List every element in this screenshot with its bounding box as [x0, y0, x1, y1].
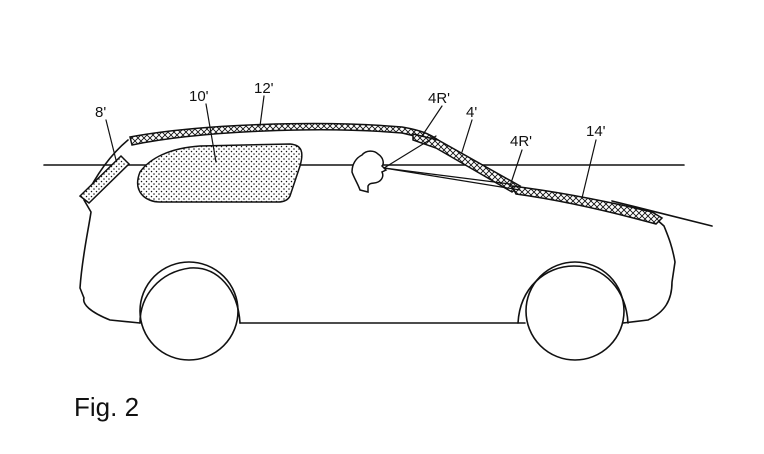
label-4: 4' [466, 104, 477, 121]
side-window-10 [137, 143, 303, 203]
leader-4R-top [421, 105, 443, 137]
rear-wheel [139, 261, 239, 361]
hood-extension-line [611, 200, 713, 227]
leader-12 [259, 95, 265, 127]
label-4R-top: 4R' [428, 90, 450, 107]
label-12: 12' [254, 80, 274, 97]
roof-panel-12 [129, 122, 440, 148]
leader-8 [105, 119, 117, 161]
windshield-4 [412, 133, 522, 193]
driver-head-icon [351, 150, 388, 193]
leader-14 [581, 139, 597, 199]
front-wheel [525, 261, 625, 361]
label-14: 14' [586, 123, 606, 140]
sight-line-lower [383, 167, 521, 191]
leader-4R-lower [509, 149, 523, 187]
sight-line-upper [383, 135, 437, 169]
front-wheel-arch [517, 265, 629, 324]
hood-panel-14 [510, 185, 664, 225]
leader-4 [461, 119, 473, 153]
figure-caption: Fig. 2 [74, 392, 139, 422]
sight-line-middle [383, 167, 511, 185]
rear-window-8 [78, 154, 131, 204]
leader-10 [205, 103, 217, 163]
car-body-outline [79, 139, 676, 324]
label-10: 10' [189, 88, 209, 105]
label-4R-lower: 4R' [510, 133, 532, 150]
label-8: 8' [95, 104, 106, 121]
rear-wheel-arch [139, 267, 241, 324]
